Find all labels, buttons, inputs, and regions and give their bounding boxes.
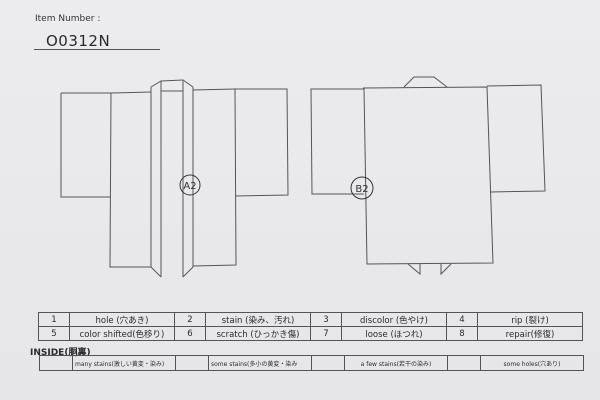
marker-b2-label: B2 bbox=[355, 184, 368, 195]
legend-label: rip (裂け) bbox=[477, 312, 583, 327]
legend-num: 8 bbox=[446, 326, 478, 341]
front-garment-drawing: A2 bbox=[60, 79, 289, 278]
marker-b2-circle bbox=[350, 176, 374, 200]
inside-condition-table: many stains(激しい黄変・染み) some stains(多小の黄変・… bbox=[39, 355, 584, 371]
legend-num: 6 bbox=[174, 326, 206, 341]
back-left-sleeve bbox=[310, 88, 364, 195]
front-right-body bbox=[192, 88, 237, 267]
marker-a2-label: A2 bbox=[183, 181, 196, 192]
inside-row: many stains(激しい黄変・染み) some stains(多小の黄変・… bbox=[39, 355, 584, 371]
legend-row: 5 color shifted(色移り) 6 scratch (ひっかき傷) 7… bbox=[38, 326, 583, 341]
inside-checkbox-some-holes[interactable] bbox=[447, 355, 481, 371]
back-body bbox=[362, 86, 494, 265]
inside-option-label: a few stains(若干の染み) bbox=[344, 355, 448, 371]
legend-num: 1 bbox=[38, 312, 70, 327]
legend-label: color shifted(色移り) bbox=[69, 326, 175, 341]
legend-num: 2 bbox=[174, 312, 206, 327]
legend-label: loose (ほつれ) bbox=[341, 326, 447, 341]
legend-label: hole (穴あき) bbox=[69, 312, 175, 327]
legend-label: repair(修復) bbox=[477, 326, 583, 341]
damage-legend-table: 1 hole (穴あき) 2 stain (染み、汚れ) 3 discolor … bbox=[38, 312, 583, 341]
inside-checkbox-many-stains[interactable] bbox=[39, 355, 73, 371]
legend-row: 1 hole (穴あき) 2 stain (染み、汚れ) 3 discolor … bbox=[38, 312, 583, 327]
inside-checkbox-some-stains[interactable] bbox=[175, 355, 209, 371]
inside-option-label: many stains(激しい黄変・染み) bbox=[72, 355, 176, 371]
front-left-sleeve bbox=[60, 93, 110, 198]
legend-label: stain (染み、汚れ) bbox=[205, 312, 311, 327]
inside-heading: INSIDE(胴裏) bbox=[30, 348, 91, 358]
legend-label: scratch (ひっかき傷) bbox=[205, 326, 311, 341]
back-garment-drawing: B2 bbox=[310, 76, 546, 276]
item-number-label: Item Number : bbox=[35, 14, 101, 24]
marker-a2-circle bbox=[179, 174, 201, 196]
legend-num: 3 bbox=[310, 312, 342, 327]
inside-option-label: some stains(多小の黄変・染み bbox=[208, 355, 312, 371]
legend-label: discolor (色やけ) bbox=[341, 312, 447, 327]
front-left-body bbox=[109, 92, 151, 268]
front-right-sleeve bbox=[235, 88, 289, 197]
legend-num: 4 bbox=[446, 312, 478, 327]
item-number-value: O0312N bbox=[46, 32, 111, 50]
back-right-sleeve bbox=[486, 84, 546, 193]
legend-num: 5 bbox=[38, 326, 70, 341]
legend-num: 7 bbox=[310, 326, 342, 341]
inside-option-label: some holes(穴あり) bbox=[480, 355, 584, 371]
item-number-underline bbox=[34, 49, 160, 50]
inside-checkbox-few-stains[interactable] bbox=[311, 355, 345, 371]
